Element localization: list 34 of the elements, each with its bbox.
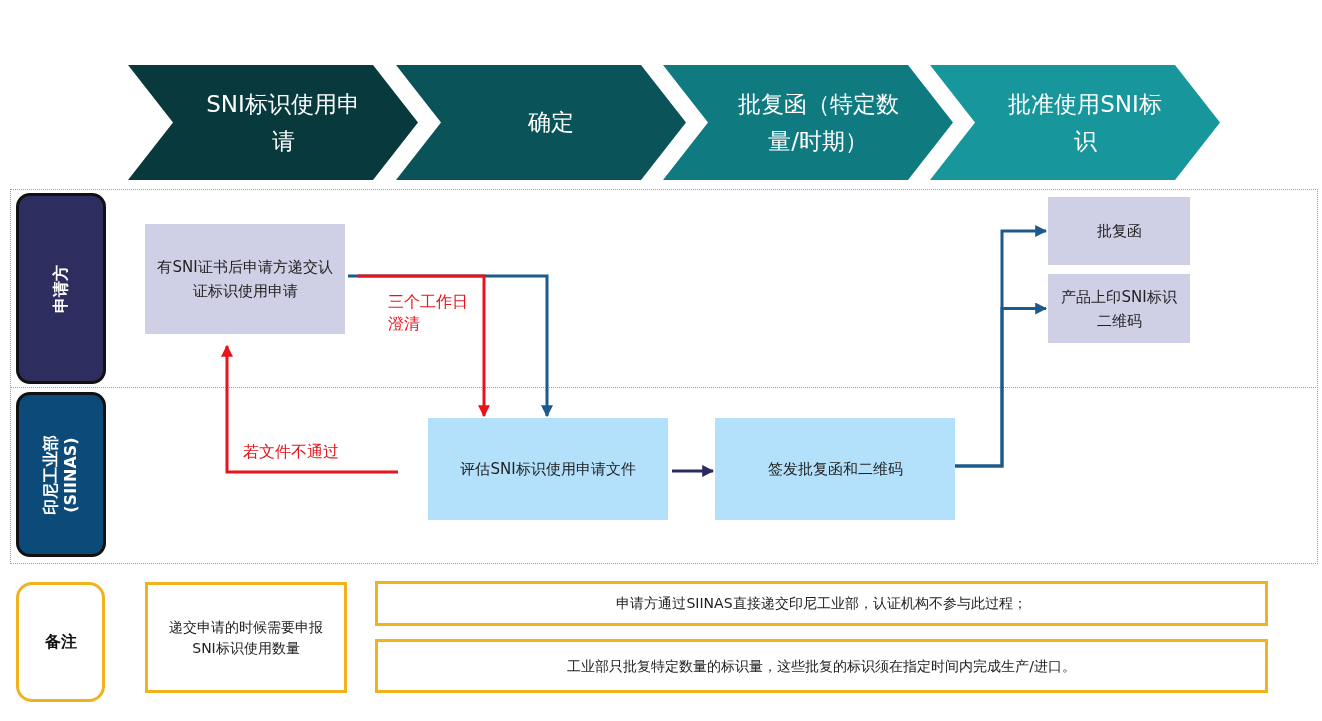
node-text: 批复函 (1096, 221, 1142, 242)
note-box (375, 639, 1268, 693)
node-text: 产品上印SNI标识二维码 (1060, 286, 1178, 332)
node-text: 有SNI证书后申请方递交认证标识使用申请 (157, 257, 333, 302)
arrow (221, 344, 398, 474)
chevron-step (930, 65, 1220, 180)
node-text: 工业部只批复特定数量的标识量，这些批复的标识须在指定时间内完成生产/进口。 (567, 656, 1076, 676)
note-box (145, 582, 347, 693)
lane-title: 申请方 (51, 263, 71, 315)
arrow (672, 465, 715, 477)
chevron-step (128, 65, 418, 180)
process-box (1048, 274, 1190, 343)
node-text: 评估SNI标识使用申请文件 (460, 459, 636, 480)
process-box (145, 224, 345, 334)
notes-header (16, 582, 105, 702)
chevron-step (663, 65, 953, 180)
step-title: 批准使用SNI标识 (1007, 89, 1163, 156)
node-text: 申请方通过SIINAS直接递交印尼工业部，认证机构不参与此过程； (616, 594, 1027, 613)
node-text: 递交申请的时候需要申报SNI标识使用数量 (168, 617, 324, 658)
process-box (715, 418, 955, 520)
lane-title: 印尼工业部 (SIINAS) (41, 433, 81, 517)
arrow (358, 274, 490, 418)
lane-header (16, 392, 106, 557)
step-title: SNI标识使用申请 (205, 89, 361, 156)
step-title: 批复函（特定数量/时期） (736, 89, 900, 156)
step-title: 确定 (527, 108, 574, 138)
process-box (428, 418, 668, 520)
process-box (1048, 197, 1190, 265)
arrow (955, 302, 1048, 468)
lane-header (16, 193, 106, 384)
node-text: 签发批复函和二维码 (767, 459, 903, 480)
note-box (375, 581, 1268, 626)
chevron-step (396, 65, 686, 180)
node-text: 备注 (44, 631, 77, 653)
